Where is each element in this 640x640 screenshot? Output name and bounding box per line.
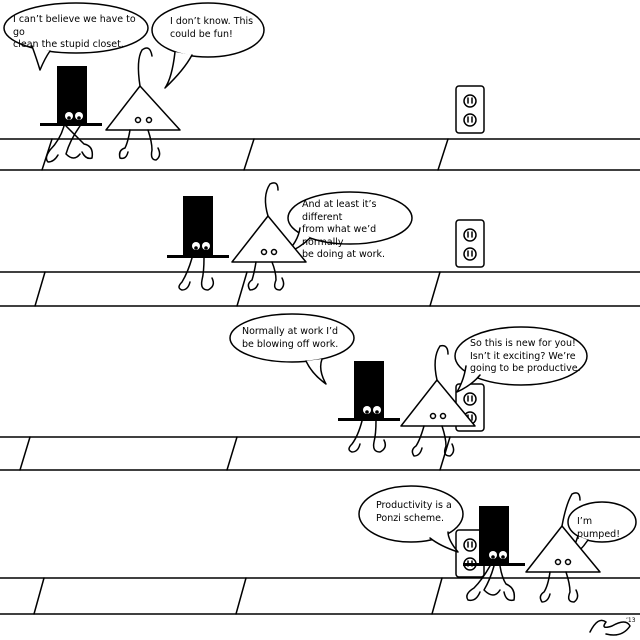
panel-2 — [0, 182, 640, 307]
top-hat-character — [463, 506, 525, 602]
speech-bubble-triangle — [151, 2, 265, 89]
panel-1 — [0, 2, 640, 171]
triangle-character — [400, 344, 476, 457]
triangle-character — [105, 47, 181, 161]
triangle-character — [231, 182, 307, 291]
panel-3 — [0, 313, 640, 471]
speech-text-tophat-panel-1: I can’t believe we have to go clean the … — [13, 14, 136, 50]
panel-4 — [0, 485, 640, 615]
wall-outlet — [455, 219, 485, 268]
speech-bubble-triangle — [454, 326, 588, 393]
speech-bubble-tophat — [229, 313, 355, 385]
wall-outlet — [455, 85, 485, 134]
artist-signature — [589, 619, 631, 636]
speech-text-triangle-panel-1: I don’t know. This could be fun! — [170, 16, 254, 40]
speech-text-triangle-panel-3: So this is new for you! Isn’t it excitin… — [470, 338, 581, 374]
floor-lines — [0, 271, 640, 307]
speech-bubble-tophat — [358, 485, 464, 553]
top-hat-character — [40, 66, 102, 163]
floor-lines — [0, 577, 640, 615]
speech-text-triangle-panel-2: And at least it’s different from what we… — [302, 199, 386, 260]
speech-text-tophat-panel-3: Normally at work I’d be blowing off work… — [242, 326, 339, 350]
speech-text-tophat-panel-4: Productivity is a Ponzi scheme. — [376, 500, 452, 524]
speech-text-triangle-panel-4: I’m pumped! — [577, 516, 621, 540]
triangle-character — [525, 492, 601, 603]
speech-bubble-tophat — [3, 2, 149, 71]
top-hat-character — [167, 196, 229, 291]
top-hat-character — [338, 361, 400, 453]
signature-year: ’13 — [626, 617, 636, 624]
